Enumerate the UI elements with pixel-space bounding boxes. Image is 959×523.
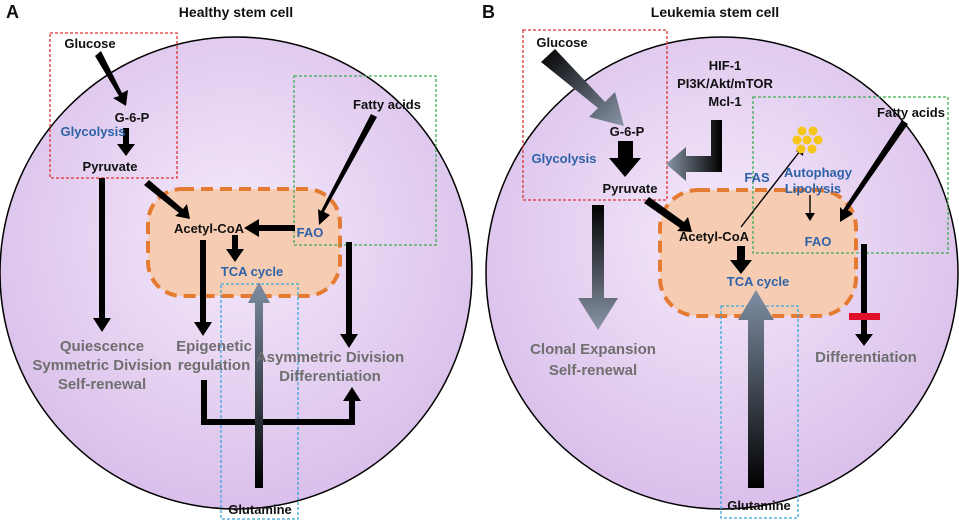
fatty-acid-box [293,75,437,246]
arrow-glucose-to-g6p [541,49,624,126]
arrow-acetylcoa-to-tca [730,246,752,274]
label-acetyl-coa: Acetyl-CoA [174,221,245,236]
arrow-lipolysis-head [805,213,815,221]
panel-a: A Healthy stem cell [0,2,473,520]
arrow-fatty-acids-to-fao [840,120,908,222]
outcome-symmetric-division: Symmetric Division [32,357,171,374]
panel-b-letter: B [482,2,495,22]
outcome-clonal-expansion: Clonal Expansion [530,341,656,358]
outcome-self-renewal: Self-renewal [58,376,146,393]
outcome-asymmetric-division: Asymmetric Division [256,349,404,366]
label-fatty-acids: Fatty acids [877,105,945,120]
label-fao: FAO [805,234,832,249]
label-autophagy: Autophagy [784,165,853,180]
label-fatty-acids: Fatty acids [353,97,421,112]
inhibition-bar [849,313,880,320]
arrow-to-clonal-expansion [578,205,618,330]
glutamine-box [720,305,799,519]
panel-a-letter: A [6,2,19,22]
label-g6p: G-6-P [115,110,150,125]
mitochondrion [146,187,342,298]
fatty-acid-box [752,96,949,254]
arrow-to-asymmetric-division [340,242,358,348]
label-tca-cycle: TCA cycle [727,274,789,289]
label-tca-cycle: TCA cycle [221,264,283,279]
label-pi3k-akt-mtor: PI3K/Akt/mTOR [677,76,773,91]
arrow-glutamine-to-tca [738,290,774,488]
panel-b-title: Leukemia stem cell [651,4,779,20]
label-lipolysis: Lipolysis [785,181,841,196]
arrow-to-differentiation [855,244,873,346]
label-mcl1: Mcl-1 [708,94,741,109]
lipid-droplets [792,126,823,154]
panel-a-title: Healthy stem cell [179,4,293,20]
label-glycolysis: Glycolysis [60,124,125,139]
arrow-to-epigenetic [194,240,212,336]
glycolysis-box [522,29,668,201]
arrow-pyruvate-to-acetylcoa [144,180,190,219]
arrow-g6p-to-pyruvate [117,128,135,156]
arrow-pyruvate-to-acetylcoa [644,197,692,232]
label-glucose: Glucose [64,36,115,51]
label-acetyl-coa: Acetyl-CoA [679,229,750,244]
outcome-differentiation: Differentiation [815,349,917,366]
label-fao: FAO [297,225,324,240]
label-glutamine: Glutamine [228,502,292,517]
arrow-fatty-acids-to-fao [318,114,377,225]
label-pyruvate: Pyruvate [83,159,138,174]
outcome-self-renewal: Self-renewal [549,362,637,379]
arrow-fao-to-acetylcoa [244,219,295,237]
glutamine-box [220,283,299,520]
label-glycolysis: Glycolysis [531,151,596,166]
arrow-fas [740,150,801,228]
arrow-regulators [666,120,722,181]
panel-b: B Leukemia stem cell [482,2,959,519]
arrow-acetylcoa-to-tca [226,235,244,262]
label-fas: FAS [744,170,770,185]
outcome-differentiation: Differentiation [279,368,381,385]
label-g6p: G-6-P [610,124,645,139]
arrow-to-quiescence [93,178,111,332]
label-pyruvate: Pyruvate [603,181,658,196]
arrow-glucose-to-g6p [95,51,128,106]
glycolysis-box [49,32,178,179]
arrow-glutamine-to-tca [248,282,270,488]
outcome-regulation: regulation [178,357,251,374]
label-glucose: Glucose [536,35,587,50]
outcome-quiescence: Quiescence [60,338,144,355]
arrow-epigenetic-to-differentiation [201,380,361,425]
outcome-epigenetic: Epigenetic [176,338,252,355]
label-hif1: HIF-1 [709,58,742,73]
label-glutamine: Glutamine [727,498,791,513]
arrow-g6p-to-pyruvate [609,141,641,177]
